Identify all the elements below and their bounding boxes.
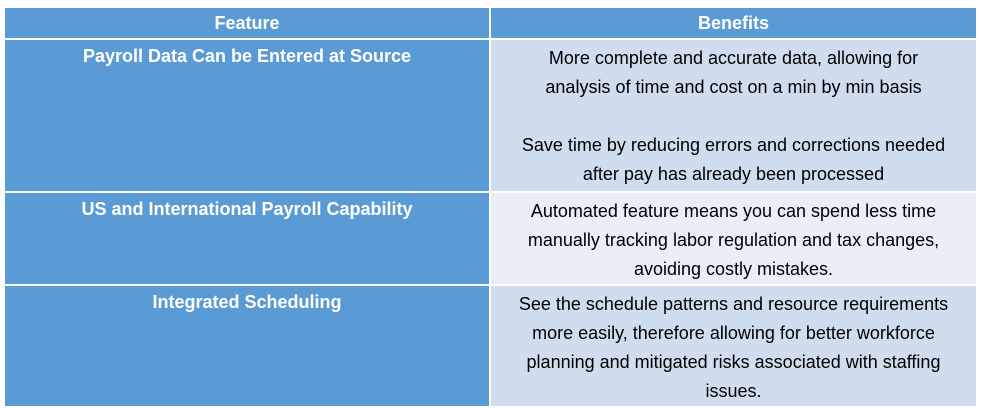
table-row: Payroll Data Can be Entered at Source Mo… [3,38,978,193]
table-header-row: Feature Benefits [3,6,978,40]
benefit-text: Automated feature means you can spend le… [527,201,940,279]
benefit-text: See the schedule patterns and resource r… [518,294,949,401]
feature-cell: Payroll Data Can be Entered at Source [3,38,491,193]
table-row: Integrated Scheduling See the schedule p… [3,284,978,408]
feature-benefits-table: Feature Benefits Payroll Data Can be Ent… [3,6,978,408]
header-feature: Feature [3,6,491,40]
table-row: US and International Payroll Capability … [3,191,978,286]
feature-benefits-table-container: Feature Benefits Payroll Data Can be Ent… [3,6,978,408]
benefit-cell: Automated feature means you can spend le… [489,191,978,286]
feature-cell: US and International Payroll Capability [3,191,491,286]
feature-cell: Integrated Scheduling [3,284,491,408]
paragraph-gap [491,102,976,131]
benefit-text: Save time by reducing errors and correct… [521,135,946,184]
header-benefits: Benefits [489,6,978,40]
benefit-cell: See the schedule patterns and resource r… [489,284,978,408]
benefit-cell: More complete and accurate data, allowin… [489,38,978,193]
benefit-text: More complete and accurate data, allowin… [545,48,922,97]
